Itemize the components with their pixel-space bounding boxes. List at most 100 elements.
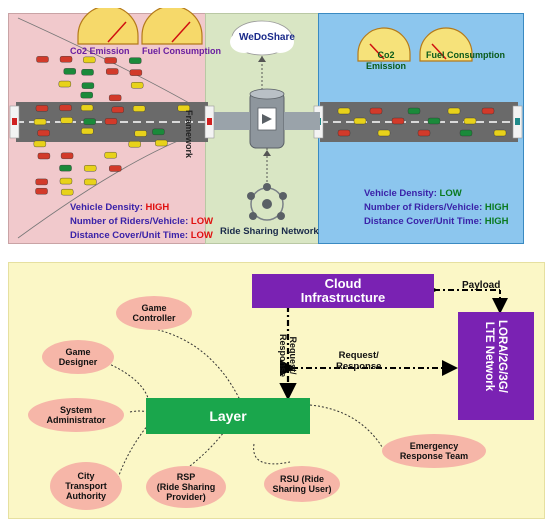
left-car-28 (33, 140, 47, 148)
right-car-8 (463, 117, 477, 125)
left-car-40 (35, 188, 48, 195)
actor-rsu: RSU (Ride Sharing User) (264, 466, 340, 502)
right-car-9 (337, 129, 351, 137)
left-car-27 (152, 128, 165, 136)
left-car-41 (61, 188, 74, 196)
co2-gauge-right (357, 27, 411, 62)
right-car-6 (391, 117, 405, 125)
fuel-gauge-right (419, 27, 473, 62)
actor-city-transport-authority: City Transport Authority (50, 462, 122, 510)
left-car-2 (83, 56, 96, 64)
network-label: LORA/2G/3G/ LTE Network (483, 320, 508, 393)
network-box (458, 312, 534, 420)
left-car-24 (37, 129, 50, 137)
actor-emergency-response-team: Emergency Response Team (382, 434, 486, 468)
left-car-34 (59, 164, 72, 172)
right-car-7 (427, 117, 441, 125)
left-metric-riders: Number of Riders/Vehicle: LOW (70, 216, 214, 227)
link-game-controller (149, 327, 241, 401)
cloud-infrastructure-label: Cloud Infrastructure (300, 276, 386, 305)
request-response-horizontal-label: Request/ Response (336, 350, 382, 372)
left-car-20 (33, 118, 47, 126)
right-car-1 (369, 107, 383, 115)
left-car-23 (104, 118, 118, 125)
actor-rsp: RSP (Ride Sharing Provider) (146, 466, 226, 508)
left-car-18 (132, 105, 146, 112)
right-car-2 (407, 107, 421, 115)
left-car-5 (63, 68, 76, 75)
link-rsu (253, 443, 291, 465)
left-car-8 (129, 69, 143, 76)
link-emergency (309, 404, 385, 451)
left-car-26 (134, 130, 147, 137)
fuel-gauge-left (141, 8, 203, 45)
right-car-10 (377, 129, 391, 137)
left-car-11 (131, 82, 144, 89)
layer-box: Layer (146, 398, 310, 434)
right-car-11 (417, 129, 431, 137)
wedoshare-label: WeDoShare (239, 32, 295, 43)
right-car-4 (481, 107, 495, 115)
right-car-3 (447, 107, 461, 115)
left-car-22 (83, 118, 96, 125)
actor-system-administrator: System Administrator (28, 398, 124, 432)
left-car-37 (35, 178, 48, 186)
actor-game-controller: Game Controller (116, 296, 192, 330)
top-scene (9, 8, 523, 239)
left-car-16 (80, 104, 94, 112)
left-car-32 (60, 152, 74, 160)
left-car-3 (104, 57, 117, 64)
left-car-35 (84, 165, 97, 172)
right-metric-riders: Number of Riders/Vehicle: HIGH (364, 202, 509, 213)
left-fuel-caption: Fuel Consumption (142, 46, 221, 56)
request-response-vertical-label: Request/ Response (278, 334, 298, 378)
actor-game-designer: Game Designer (42, 340, 114, 374)
left-car-19 (177, 104, 190, 112)
right-cars (337, 107, 507, 137)
wedoshare-cloud-icon (230, 20, 294, 56)
left-metric-density: Vehicle Density: HIGH (70, 202, 170, 213)
link-city-authority (117, 424, 149, 479)
left-car-14 (35, 105, 49, 112)
left-car-1 (59, 56, 73, 63)
right-car-0 (337, 107, 351, 115)
link-game-designer (99, 359, 149, 399)
left-cars (33, 56, 190, 196)
router-icon (214, 88, 320, 149)
left-car-13 (108, 94, 122, 102)
left-car-10 (81, 82, 95, 89)
right-fuel-caption: Fuel Consumption (426, 50, 505, 60)
left-car-9 (58, 80, 72, 88)
left-car-7 (106, 68, 119, 75)
left-car-39 (84, 178, 97, 186)
right-metric-density: Vehicle Density: LOW (364, 188, 462, 199)
left-co2-caption: Co2 Emission (70, 46, 130, 56)
left-car-30 (155, 139, 168, 147)
top-figure: Co2 Emission Fuel Consumption Co2 Emissi… (8, 8, 524, 244)
left-car-17 (111, 106, 124, 113)
left-car-12 (80, 91, 93, 99)
right-metric-distance: Distance Cover/Unit Time: HIGH (364, 216, 509, 227)
left-car-36 (109, 165, 122, 172)
payload-label: Payload (462, 280, 501, 291)
right-car-5 (353, 117, 367, 125)
ride-sharing-network-label: Ride Sharing Network (220, 226, 319, 237)
left-car-0 (36, 56, 49, 63)
left-metric-distance: Distance Cover/Unit Time: LOW (70, 230, 213, 241)
link-rsp (189, 431, 225, 467)
left-car-6 (81, 69, 94, 76)
left-car-33 (104, 152, 117, 159)
layer-label: Layer (209, 408, 247, 424)
left-car-25 (81, 127, 94, 135)
left-car-15 (59, 104, 72, 111)
right-car-12 (459, 129, 473, 137)
left-car-21 (60, 117, 73, 124)
right-car-13 (493, 129, 507, 137)
co2-gauge-left (77, 8, 139, 45)
left-car-29 (128, 141, 141, 148)
right-co2-caption: Co2 Emission (366, 50, 407, 71)
ride-sharing-network-icon (247, 183, 287, 221)
cloud-infrastructure-box: Cloud Infrastructure (252, 274, 434, 308)
left-car-4 (129, 57, 142, 64)
